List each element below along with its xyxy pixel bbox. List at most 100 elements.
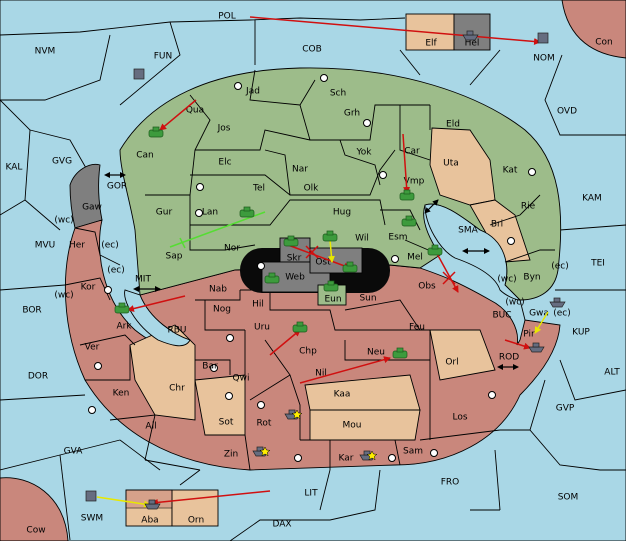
region-elf[interactable] <box>405 13 455 51</box>
label-zin: Zin <box>224 450 238 460</box>
fleet-hel <box>462 30 479 41</box>
region-gaw[interactable] <box>69 163 103 229</box>
label-wil: Wil <box>355 234 369 244</box>
label-gwa: Gwa <box>529 309 549 319</box>
label-skr: Skr <box>287 254 302 264</box>
label-wc-gwa: (wc) <box>505 298 524 308</box>
army-wil <box>322 230 338 242</box>
label-hil: Hil <box>252 300 264 310</box>
label-ken: Ken <box>113 389 130 399</box>
label-tel: Tel <box>252 184 265 194</box>
label-nil: Nil <box>315 369 327 379</box>
label-kam: KAM <box>582 194 602 204</box>
label-sam: Sam <box>403 447 423 457</box>
label-her: Her <box>69 241 85 251</box>
label-cow: Cow <box>26 526 45 536</box>
army-skr <box>283 235 299 247</box>
label-elc: Elc <box>218 158 231 168</box>
label-mou: Mou <box>343 421 362 431</box>
army-web <box>264 272 280 284</box>
label-pir: Pir <box>523 330 535 340</box>
label-esm: Esm <box>388 233 407 243</box>
label-ec-her: (ec) <box>101 241 119 251</box>
label-ec-byn: (ec) <box>551 262 569 272</box>
label-can: Can <box>136 151 154 161</box>
label-hug: Hug <box>333 208 351 218</box>
army-vmp <box>399 189 415 201</box>
label-uta: Uta <box>443 159 459 169</box>
label-wc-byn: (wc) <box>497 275 516 285</box>
army-can <box>148 126 164 138</box>
support-orders <box>96 239 549 508</box>
label-mel: Mel <box>407 253 423 263</box>
region-labels: POL NVM FUN COB NOM Con Elf Hel OVD KAL … <box>6 12 621 536</box>
label-car: Car <box>404 147 420 157</box>
label-wc-her: (wc) <box>54 216 73 226</box>
label-lit: LIT <box>304 489 318 499</box>
label-bor: BOR <box>22 306 41 316</box>
label-nog: Nog <box>213 305 231 315</box>
label-gaw: Gaw <box>82 203 102 213</box>
failed-order-marks <box>305 245 456 285</box>
supply-centers <box>88 74 536 462</box>
label-chp: Chp <box>299 347 317 357</box>
label-wc-kor: (wc) <box>54 291 73 301</box>
region-orl[interactable] <box>429 329 496 381</box>
label-ver: Ver <box>85 343 100 353</box>
label-dax: DAX <box>272 520 291 530</box>
label-gur: Gur <box>156 208 173 218</box>
label-kat: Kat <box>503 166 518 176</box>
army-uru <box>292 321 308 333</box>
label-kaa: Kaa <box>334 390 351 400</box>
label-fun: FUN <box>154 52 173 62</box>
army-mel <box>427 244 443 256</box>
label-som: SOM <box>558 493 579 503</box>
label-eld: Eld <box>446 120 460 130</box>
fleet-aba <box>144 499 161 510</box>
army-eun <box>323 280 339 292</box>
label-sun: Sun <box>359 294 376 304</box>
fleet-pir <box>528 342 545 353</box>
label-gor: GOR <box>107 182 127 192</box>
label-kup: KUP <box>572 328 590 338</box>
label-tei: TEI <box>590 259 605 269</box>
label-ovd: OVD <box>557 107 577 117</box>
region-orn[interactable] <box>171 489 219 527</box>
label-neu: Neu <box>367 348 385 358</box>
region-chr[interactable] <box>129 324 196 421</box>
label-grh: Grh <box>344 109 360 119</box>
label-kor: Kor <box>81 283 96 293</box>
label-nvm: NVM <box>35 47 56 57</box>
label-sma: SMA <box>458 226 478 236</box>
label-gvg: GVG <box>52 157 72 167</box>
label-chr: Chr <box>169 384 185 394</box>
label-lan: Lan <box>202 208 218 218</box>
label-gvp: GVP <box>556 404 575 414</box>
label-orl: Orl <box>445 358 458 368</box>
label-pol: POL <box>218 12 236 22</box>
fleet-swm <box>85 490 97 502</box>
label-nar: Nar <box>292 165 308 175</box>
fleet-fun <box>133 68 145 80</box>
label-kar: Kar <box>339 454 354 464</box>
label-buc: BUC <box>492 311 511 321</box>
label-mvu: MVU <box>35 241 56 251</box>
label-vmp: Vmp <box>404 177 425 187</box>
label-qua: Qua <box>186 106 204 116</box>
label-uru: Uru <box>254 323 270 333</box>
label-jos: Jos <box>217 124 231 134</box>
convoy-orders <box>169 211 266 249</box>
army-neu <box>392 347 408 359</box>
label-obs: Obs <box>418 282 436 292</box>
label-eun: Eun <box>324 295 341 305</box>
army-units <box>114 126 443 359</box>
label-jad: Jad <box>245 87 260 97</box>
fleet-gwa <box>549 297 566 308</box>
label-qwi: Qwi <box>233 374 250 384</box>
label-aba: Aba <box>141 516 158 526</box>
fleet-nom <box>537 32 549 44</box>
region-hel[interactable] <box>453 13 491 51</box>
region-mou[interactable] <box>309 409 421 441</box>
army-ost <box>342 261 358 273</box>
